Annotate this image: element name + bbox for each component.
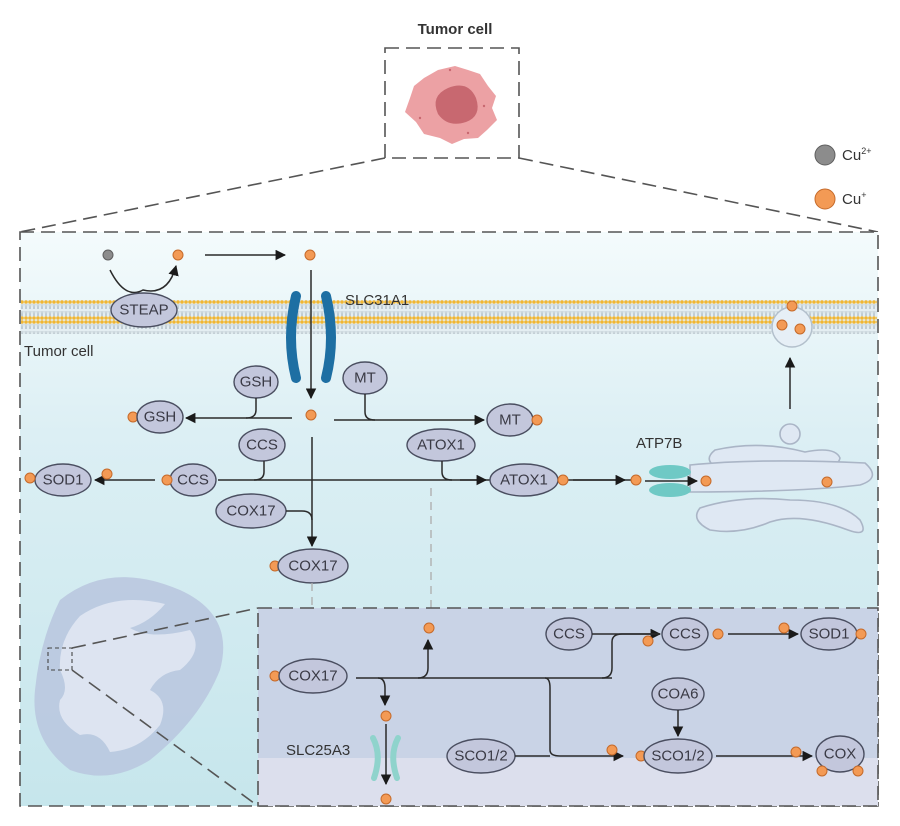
protein-sco-free[interactable]: SCO1/2 [446, 738, 516, 774]
export-vesicle [771, 300, 813, 348]
protein-atox1-bound[interactable]: ATOX1 [489, 463, 559, 497]
svg-text:COX17: COX17 [226, 503, 275, 520]
svg-text:CCS: CCS [669, 626, 701, 643]
cu1-golgi [700, 475, 712, 487]
atp7b-label: ATP7B [636, 435, 682, 452]
protein-mito-cox17[interactable]: COX17 [278, 658, 348, 694]
slc31a1-channel [286, 291, 336, 383]
svg-text:ATOX1: ATOX1 [417, 437, 465, 454]
svg-text:CCS: CCS [246, 437, 278, 454]
cox17-binding-line [286, 510, 313, 521]
protein-cox[interactable]: COX [815, 735, 865, 773]
svg-text:STEAP: STEAP [119, 302, 168, 319]
svg-text:COX17: COX17 [288, 558, 337, 575]
slc25a3-channel [370, 735, 401, 781]
cu1-bound [816, 765, 828, 777]
mitochondrion [34, 577, 224, 776]
atox1-binding-line [441, 461, 453, 481]
svg-text:SCO1/2: SCO1/2 [454, 748, 507, 765]
slc31a1-label: SLC31A1 [345, 292, 409, 309]
cu1-ion [642, 635, 654, 647]
protein-mt[interactable]: MT [342, 361, 388, 395]
svg-text:COA6: COA6 [658, 686, 699, 703]
svg-text:CCS: CCS [553, 626, 585, 643]
steap-reduction-arrow [109, 264, 179, 294]
slc25a3-arrow [377, 677, 391, 707]
mitochondria-zoom-box [47, 647, 73, 671]
cu1-ion [101, 468, 113, 480]
protein-gsh-bound[interactable]: GSH [136, 400, 184, 434]
protein-cox17[interactable]: COX17 [215, 493, 287, 529]
atp7b-transporter [649, 465, 691, 497]
svg-text:CCS: CCS [177, 472, 209, 489]
cu1-golgi [821, 476, 833, 488]
cu1-bound [852, 765, 864, 777]
svg-text:GSH: GSH [144, 409, 177, 426]
legend-cu1-icon [814, 188, 836, 210]
cu1-ion [606, 744, 618, 756]
slc25a3-label: SLC25A3 [286, 742, 350, 759]
cu1-bound [531, 414, 543, 426]
protein-sod1[interactable]: SOD1 [34, 463, 92, 497]
protein-mt-bound[interactable]: MT [486, 403, 534, 437]
protein-atox1[interactable]: ATOX1 [406, 428, 476, 462]
tumor-cell-title: Tumor cell [418, 21, 493, 38]
cu1-bound [712, 628, 724, 640]
protein-steap[interactable]: STEAP [110, 292, 178, 328]
cu1-bound [161, 474, 173, 486]
protein-ccs[interactable]: CCS [238, 428, 286, 462]
svg-text:GSH: GSH [240, 374, 273, 391]
protein-mito-sod1[interactable]: SOD1 [800, 617, 858, 651]
cu1-ion-center [305, 409, 317, 421]
svg-text:COX17: COX17 [288, 668, 337, 685]
legend-cu2-icon [814, 144, 836, 166]
sco-mito-arrow [544, 677, 625, 762]
tumor-cell-inset-frame [384, 47, 520, 159]
protein-mito-ccs[interactable]: CCS [545, 617, 593, 651]
legend: Cu2+ Cu+ [814, 144, 871, 210]
cu1-ion [380, 793, 392, 805]
zoom-line-left [19, 157, 386, 233]
svg-text:MT: MT [354, 370, 376, 387]
cu1-bound [855, 628, 867, 640]
protein-gsh[interactable]: GSH [233, 365, 279, 399]
protein-coa6[interactable]: COA6 [651, 677, 705, 711]
legend-cu1-label: Cu+ [842, 190, 866, 208]
tumor-cell-icon [405, 66, 497, 144]
cu1-ion [304, 249, 316, 261]
svg-text:ATOX1: ATOX1 [500, 472, 548, 489]
legend-cu2-label: Cu2+ [842, 146, 871, 164]
tumor-cell-label: Tumor cell [24, 343, 93, 360]
cu1-bound [24, 472, 36, 484]
protein-mito-ccs-bound[interactable]: CCS [661, 617, 709, 651]
svg-text:SOD1: SOD1 [43, 472, 84, 489]
svg-text:SCO1/2: SCO1/2 [651, 748, 704, 765]
protein-ccs-bound[interactable]: CCS [169, 463, 217, 497]
protein-sco-bound[interactable]: SCO1/2 [643, 738, 713, 774]
zoom-line-mito-bottom [71, 669, 259, 807]
cu1-ion [630, 474, 642, 486]
cu2-ion [102, 249, 114, 261]
protein-cox17-bound[interactable]: COX17 [277, 548, 349, 584]
cu1-ion [423, 622, 435, 634]
cu1-bound [557, 474, 569, 486]
svg-text:MT: MT [499, 412, 521, 429]
zoom-line-right [518, 157, 879, 233]
cu1-ion [790, 746, 802, 758]
cu1-ion [380, 710, 392, 722]
svg-text:SOD1: SOD1 [809, 626, 850, 643]
zoom-line-mito-top [71, 607, 259, 649]
mito-export-arrow [417, 638, 434, 679]
cu1-ion [172, 249, 184, 261]
svg-text:COX: COX [824, 746, 857, 763]
cu1-ion [778, 622, 790, 634]
